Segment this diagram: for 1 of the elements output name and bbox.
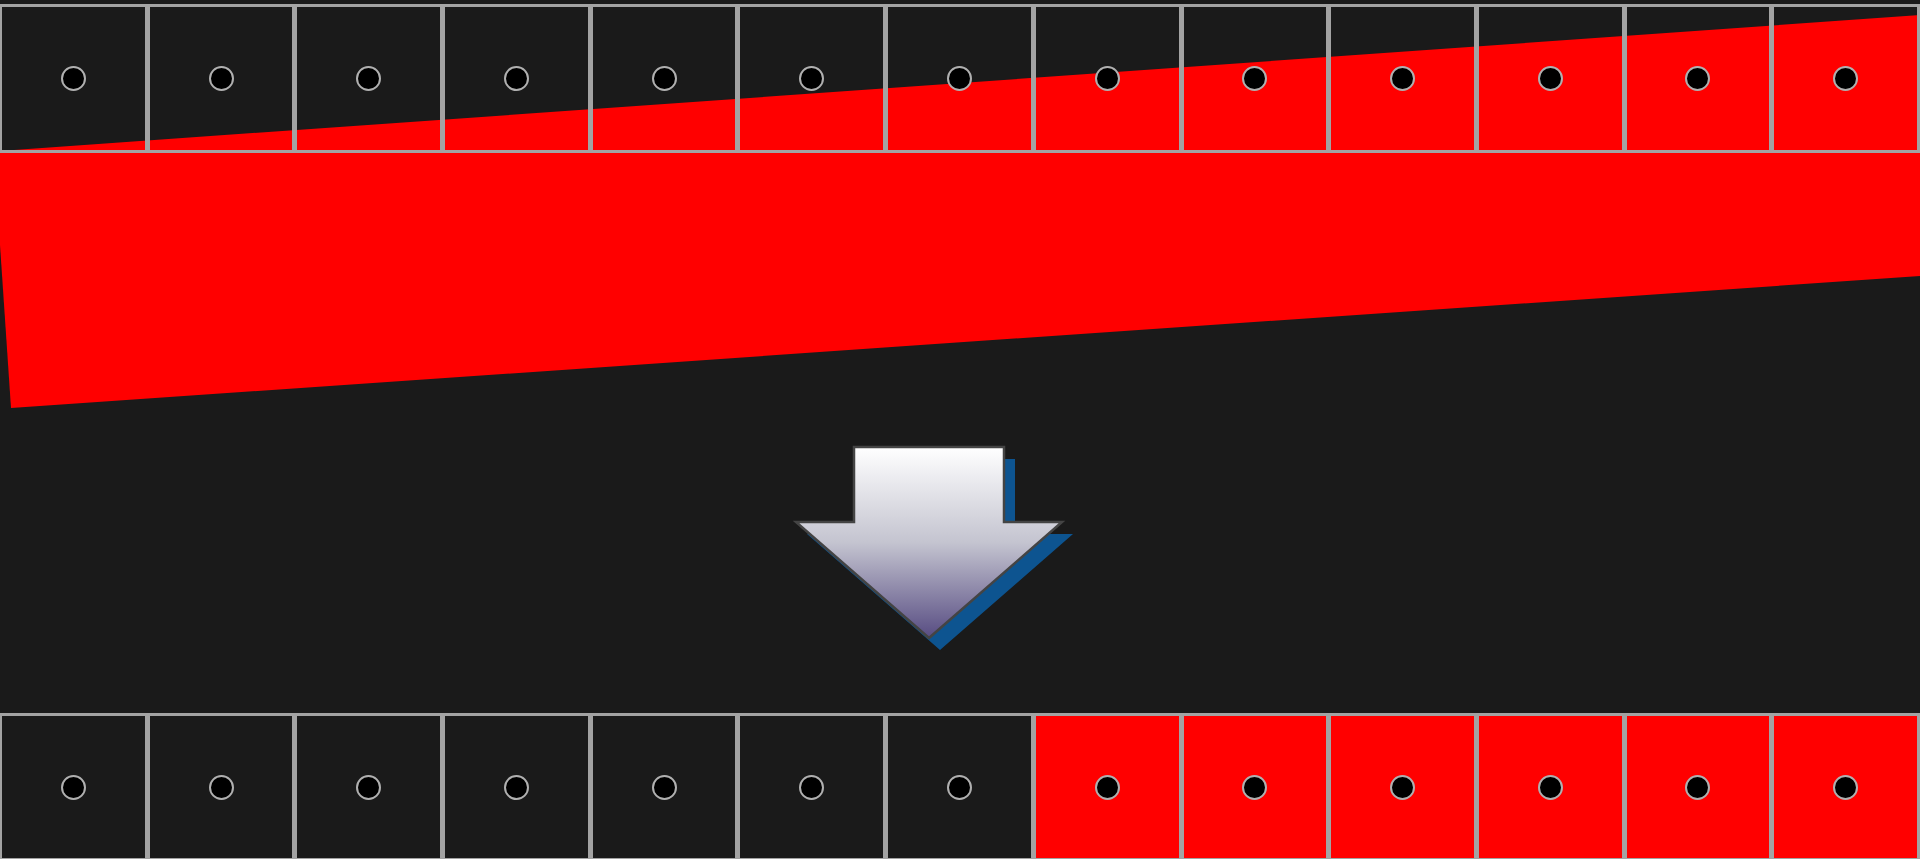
arrow [792, 445, 1073, 650]
